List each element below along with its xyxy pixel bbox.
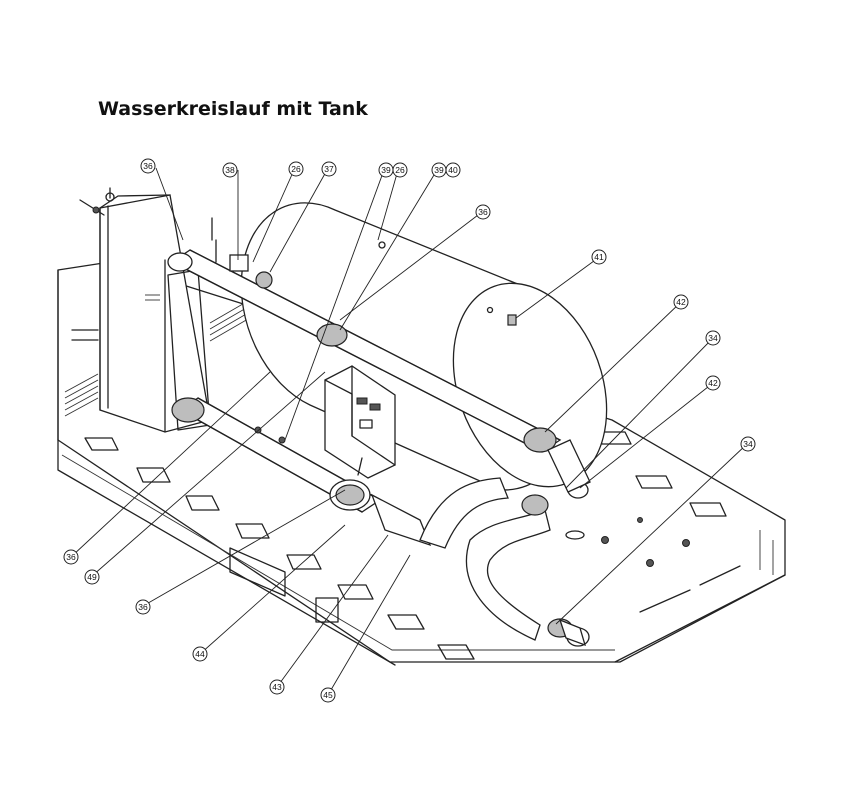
heat-exchanger bbox=[79, 187, 211, 433]
callout-36-bottom: 36 bbox=[135, 599, 151, 615]
svg-text:26: 26 bbox=[291, 164, 301, 174]
svg-text:42: 42 bbox=[676, 297, 686, 307]
callout-37: 37 bbox=[321, 161, 337, 177]
svg-text:36: 36 bbox=[138, 602, 148, 612]
callout-42-upper: 42 bbox=[673, 294, 689, 310]
base-frame bbox=[57, 261, 786, 666]
svg-text:40: 40 bbox=[448, 165, 458, 175]
svg-text:41: 41 bbox=[594, 252, 604, 262]
svg-text:42: 42 bbox=[708, 378, 718, 388]
callout-39-b: 39 bbox=[431, 162, 447, 178]
control-box bbox=[324, 365, 396, 479]
callout-36-left: 36 bbox=[63, 549, 79, 565]
callout-41: 41 bbox=[591, 249, 607, 265]
page-title: Wasserkreislauf mit Tank bbox=[98, 98, 368, 120]
svg-text:43: 43 bbox=[272, 682, 282, 692]
svg-text:44: 44 bbox=[195, 649, 205, 659]
fittings bbox=[211, 217, 286, 444]
callout-34-upper: 34 bbox=[705, 330, 721, 346]
svg-text:45: 45 bbox=[323, 690, 333, 700]
svg-text:36: 36 bbox=[478, 207, 488, 217]
callout-42-lower: 42 bbox=[705, 375, 721, 391]
svg-text:39: 39 bbox=[381, 165, 391, 175]
svg-text:34: 34 bbox=[708, 333, 718, 343]
callout-39-a: 39 bbox=[378, 162, 394, 178]
svg-text:26: 26 bbox=[395, 165, 405, 175]
svg-text:36: 36 bbox=[66, 552, 76, 562]
svg-text:38: 38 bbox=[225, 165, 235, 175]
callout-26-b: 26 bbox=[392, 162, 408, 178]
svg-text:49: 49 bbox=[87, 572, 97, 582]
svg-text:36: 36 bbox=[143, 161, 153, 171]
callout-40: 40 bbox=[445, 162, 461, 178]
callout-36-top-left: 36 bbox=[140, 158, 156, 174]
callout-38: 38 bbox=[222, 162, 238, 178]
leader-lines bbox=[71, 167, 748, 696]
svg-text:39: 39 bbox=[434, 165, 444, 175]
hoses bbox=[419, 477, 590, 647]
svg-text:34: 34 bbox=[743, 439, 753, 449]
upper-pipe bbox=[167, 249, 591, 499]
callout-43: 43 bbox=[269, 679, 285, 695]
callout-44: 44 bbox=[192, 646, 208, 662]
callout-36-tank: 36 bbox=[475, 204, 491, 220]
callout-26-top: 26 bbox=[288, 161, 304, 177]
callout-49: 49 bbox=[84, 569, 100, 585]
svg-text:37: 37 bbox=[324, 164, 334, 174]
callout-34-lower: 34 bbox=[740, 436, 756, 452]
callout-45: 45 bbox=[320, 687, 336, 703]
